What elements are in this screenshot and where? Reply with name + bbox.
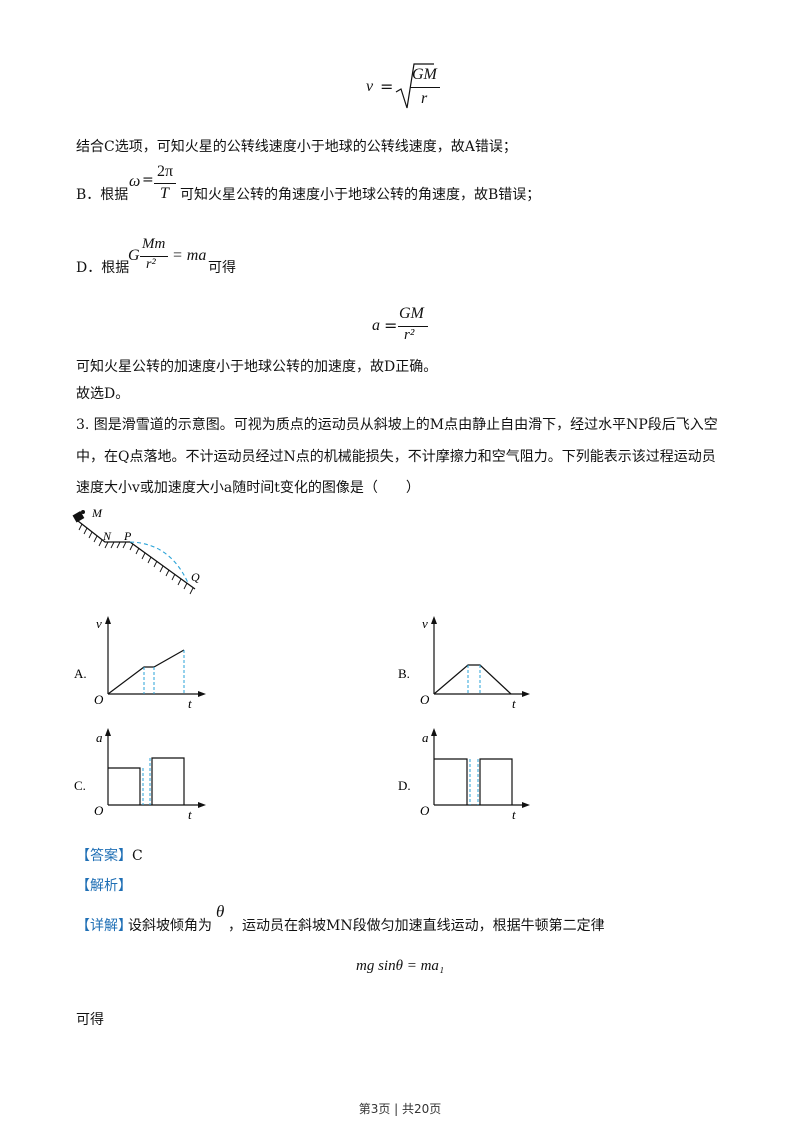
y-axis-label: v xyxy=(422,616,428,631)
equation-acceleration: a = GM r² xyxy=(372,303,452,349)
frac-den: r² xyxy=(146,257,156,272)
x-axis-label: t xyxy=(188,696,192,711)
eq-lhs: a xyxy=(372,317,380,334)
line-d: D．根据 G Mm r² = ma 可得 xyxy=(76,234,476,280)
origin-label: O xyxy=(420,692,430,707)
eq-equals: = xyxy=(380,77,394,96)
equation-newton: mg sinθ = ma₁ xyxy=(356,958,445,974)
graph-c: C. a t O xyxy=(74,728,206,822)
x-axis-label: t xyxy=(188,807,192,822)
graph-a: A. v t O xyxy=(74,616,206,711)
graph-d: D. a t O xyxy=(398,728,530,822)
x-arrow xyxy=(198,802,206,808)
skier-icon xyxy=(72,510,85,523)
answer-line: 【答案】C xyxy=(76,846,143,866)
y-axis-label: a xyxy=(96,730,103,745)
line-d-prefix: D．根据 xyxy=(76,260,130,276)
y-arrow xyxy=(431,616,437,624)
frac-line xyxy=(398,326,428,327)
detail-text-1: 设斜坡倾角为 xyxy=(128,918,212,934)
graph-b: B. v t O xyxy=(398,616,530,711)
eq-equals: = xyxy=(384,316,398,335)
acceleration-curve xyxy=(434,758,468,805)
question-3-line-3: 速度大小v或加速度大小a随时间t变化的图像是（ ） xyxy=(76,480,420,496)
x-axis-label: t xyxy=(512,696,516,711)
question-3-line-1: 3. 图是滑雪道的示意图。可视为质点的运动员从斜坡上的M点由静止自由滑下，经过水… xyxy=(76,417,718,433)
eq-num: GM xyxy=(399,305,424,322)
eq-den: r² xyxy=(404,327,415,343)
analysis-tag: 【解析】 xyxy=(76,878,132,894)
text-line-c: 结合C选项，可知火星的公转线速度小于地球的公转线速度，故A错误； xyxy=(76,139,517,155)
acceleration-curve-2 xyxy=(151,757,185,805)
origin-label: O xyxy=(94,803,104,818)
answer-value: C xyxy=(132,848,143,864)
rhs: = ma xyxy=(172,247,207,264)
option-b-label: B. xyxy=(398,666,410,681)
line-b-suffix: 可知火星公转的角速度小于地球公转的角速度，故B错误； xyxy=(180,187,541,203)
text-d-conclusion: 可知火星公转的加速度小于地球公转的加速度，故D正确。 xyxy=(76,359,438,375)
point-m-label: M xyxy=(91,506,103,520)
detail-line: 【详解】 设斜坡倾角为 θ ，运动员在斜坡MN段做匀加速直线运动，根据牛顿第二定… xyxy=(76,902,716,938)
text-kede: 可得 xyxy=(76,1012,104,1028)
frac-num: 2π xyxy=(157,163,174,180)
velocity-curve xyxy=(433,664,512,695)
omega-symbol: ω xyxy=(129,173,141,190)
flight-trajectory xyxy=(129,541,189,584)
option-c-label: C. xyxy=(74,778,86,793)
x-arrow xyxy=(522,802,530,808)
eq-num: GM xyxy=(412,66,437,83)
line-b: B．根据 ω = 2π T 可知火星公转的角速度小于地球公转的角速度，故B错误； xyxy=(76,163,676,211)
frac-line xyxy=(154,183,176,184)
eq-den: r xyxy=(421,90,428,107)
y-axis-label: a xyxy=(422,730,429,745)
theta-symbol: θ xyxy=(216,902,225,921)
y-arrow xyxy=(105,728,111,736)
slope-surface xyxy=(77,520,196,590)
line-d-suffix: 可得 xyxy=(208,260,236,276)
eq-lhs: v xyxy=(366,78,374,95)
acceleration-curve-2 xyxy=(479,758,513,805)
analysis-line: 【解析】 xyxy=(76,876,132,896)
detail-text-2: ，运动员在斜坡MN段做匀加速直线运动，根据牛顿第二定律 xyxy=(228,918,605,934)
line-b-prefix: B．根据 xyxy=(76,187,129,203)
option-a-label: A. xyxy=(74,666,87,681)
page-footer: 第3页 | 共20页 xyxy=(358,1102,442,1116)
ski-slope-diagram: M N P Q xyxy=(72,506,200,595)
text-choose: 故选D。 xyxy=(76,386,130,402)
frac-line xyxy=(410,87,440,88)
equation-velocity: v = GM r xyxy=(366,62,456,112)
x-axis-label: t xyxy=(512,807,516,822)
detail-tag: 【详解】 xyxy=(76,918,132,934)
origin-label: O xyxy=(420,803,430,818)
point-n-label: N xyxy=(102,529,112,543)
origin-label: O xyxy=(94,692,104,707)
y-axis-label: v xyxy=(96,616,102,631)
x-arrow xyxy=(198,691,206,697)
slope-hatching xyxy=(78,523,194,595)
frac-num: Mm xyxy=(142,236,166,252)
acceleration-curve xyxy=(108,767,141,805)
point-p-label: P xyxy=(123,529,132,543)
frac-line xyxy=(140,256,168,257)
option-d-label: D. xyxy=(398,778,411,793)
answer-tag: 【答案】 xyxy=(76,848,132,864)
x-arrow xyxy=(522,691,530,697)
point-q-label: Q xyxy=(191,570,200,584)
y-arrow xyxy=(431,728,437,736)
frac-den: T xyxy=(160,185,169,202)
question-3-line-2: 中，在Q点落地。不计运动员经过N点的机械能损失，不计摩擦力和空气阻力。下列能表示… xyxy=(76,449,716,465)
y-arrow xyxy=(105,616,111,624)
velocity-curve xyxy=(107,649,185,695)
g-symbol: G xyxy=(128,247,140,264)
sqrt-sign xyxy=(395,63,434,109)
equals: = xyxy=(142,172,154,188)
